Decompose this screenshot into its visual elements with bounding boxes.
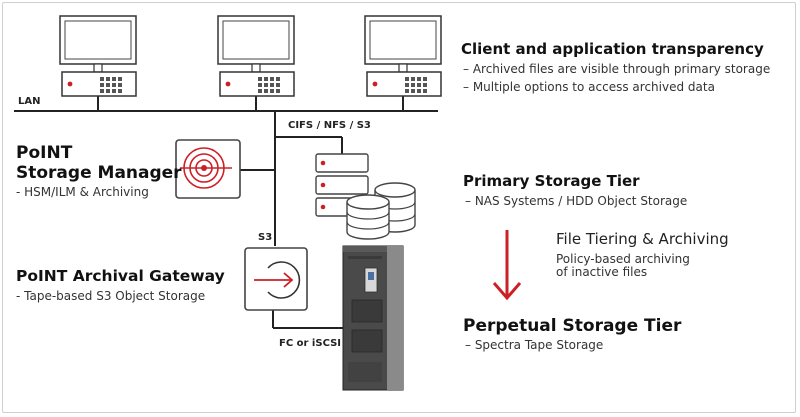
storage-manager-title-2: Storage Manager — [16, 163, 182, 183]
s3-label: S3 — [258, 232, 273, 243]
tape-library-icon — [342, 245, 404, 391]
primary-tier-sub: – NAS Systems / HDD Object Storage — [465, 194, 688, 208]
computer-icon — [59, 15, 137, 97]
target-icon — [175, 139, 241, 199]
gateway-arrow-icon — [244, 247, 308, 311]
protocols-label: CIFS / NFS / S3 — [288, 120, 371, 131]
down-arrow-icon — [492, 230, 522, 301]
primary-tier-title: Primary Storage Tier — [463, 172, 640, 190]
computer-icon — [364, 15, 442, 97]
client-title: Client and application transparency — [461, 40, 764, 58]
diagram-frame — [2, 2, 796, 413]
lan-label: LAN — [18, 96, 41, 107]
database-icon — [346, 182, 416, 240]
gateway-title: PoINT Archival Gateway — [16, 267, 225, 285]
perpetual-tier-title: Perpetual Storage Tier — [463, 316, 682, 336]
gateway-sub: - Tape-based S3 Object Storage — [16, 289, 206, 303]
tiering-line-2: of inactive files — [556, 265, 648, 279]
fc-iscsi-label: FC or iSCSI — [279, 338, 342, 349]
tiering-line-1: Policy-based archiving — [556, 252, 690, 266]
storage-manager-title-1: PoINT — [16, 143, 73, 163]
storage-manager-sub: - HSM/ILM & Archiving — [16, 185, 149, 199]
perpetual-tier-sub: – Spectra Tape Storage — [465, 338, 604, 352]
computer-icon — [217, 15, 295, 97]
tiering-title: File Tiering & Archiving — [556, 230, 729, 248]
client-line-2: – Multiple options to access archived da… — [463, 80, 715, 94]
client-line-1: – Archived files are visible through pri… — [463, 62, 771, 76]
